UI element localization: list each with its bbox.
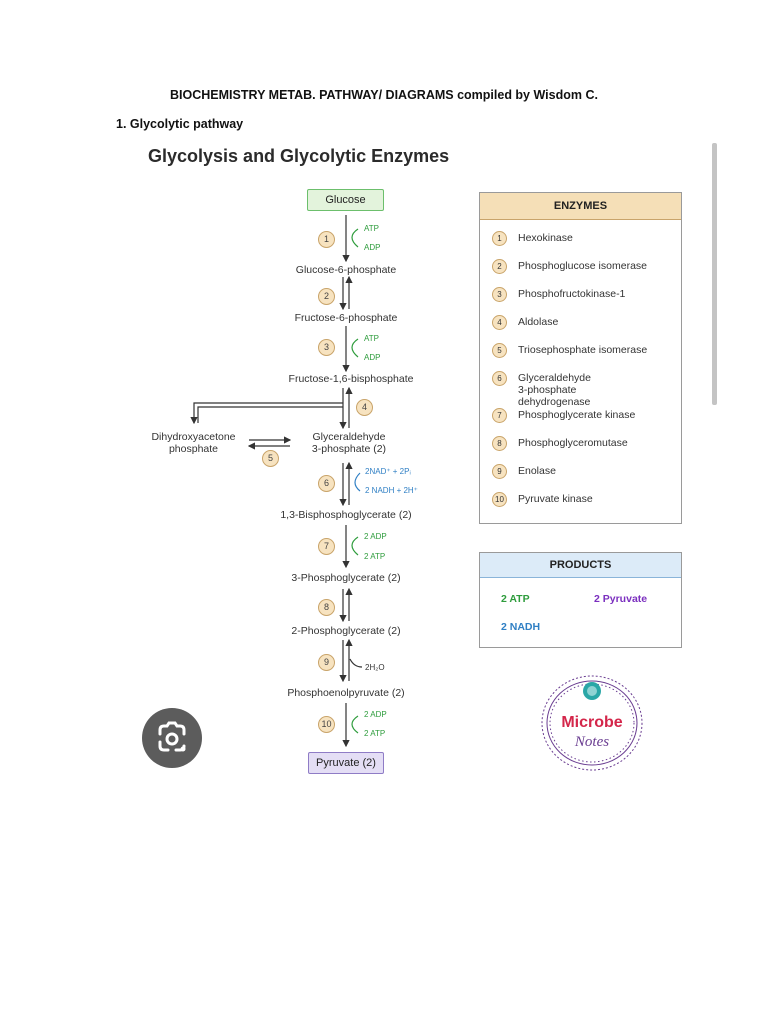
products-panel: PRODUCTS 2 ATP 2 Pyruvate 2 NADH	[479, 552, 682, 648]
molecule-2-phosphoglycerate: 2-Phosphoglycerate (2)	[291, 625, 401, 637]
molecule-fructose-1-6-bisphosphate: Fructose-1,6-bisphosphate	[288, 373, 414, 385]
step1-adp-out: ADP	[364, 243, 381, 252]
step-9-badge: 9	[318, 654, 335, 671]
molecule-pyruvate: Pyruvate (2)	[308, 752, 384, 774]
molecule-dhap: Dihydroxyacetone phosphate	[151, 431, 236, 455]
scrollbar[interactable]	[712, 143, 717, 405]
molecule-glucose-6-phosphate: Glucose-6-phosphate	[295, 264, 397, 276]
figure-title: Glycolysis and Glycolytic Enzymes	[148, 146, 450, 166]
step-3-badge: 3	[318, 339, 335, 356]
step3-adp-out: ADP	[364, 353, 381, 362]
step1-atp-in: ATP	[364, 224, 379, 233]
step7-adp-in: 2 ADP	[364, 532, 387, 541]
step10-adp-in: 2 ADP	[364, 710, 387, 719]
step-8-badge: 8	[318, 599, 335, 616]
step-10-badge: 10	[318, 716, 335, 733]
enzymes-panel-title: ENZYMES	[480, 193, 681, 220]
step9-water-out: 2H₂O	[365, 663, 385, 672]
molecule-1-3-bisphosphoglycerate: 1,3-Bisphosphoglycerate (2)	[280, 509, 412, 521]
molecule-phosphoenolpyruvate: Phosphoenolpyruvate (2)	[287, 687, 405, 699]
step6-nad-in: 2NAD⁺ + 2Pᵢ	[365, 467, 411, 476]
google-lens-button[interactable]	[142, 708, 202, 768]
step-1-badge: 1	[318, 231, 335, 248]
products-panel-title: PRODUCTS	[480, 553, 681, 578]
step-4-badge: 4	[356, 399, 373, 416]
logo-text-notes: Notes	[574, 734, 609, 750]
pathway-arrows	[190, 215, 363, 748]
step-7-badge: 7	[318, 538, 335, 555]
product-pyruvate: 2 Pyruvate	[594, 593, 648, 605]
product-atp: 2 ATP	[501, 593, 530, 605]
molecule-fructose-6-phosphate: Fructose-6-phosphate	[294, 312, 398, 324]
step3-atp-in: ATP	[364, 334, 379, 343]
step10-atp-out: 2 ATP	[364, 729, 386, 738]
molecule-glyceraldehyde-3-phosphate: Glyceraldehyde 3-phosphate (2)	[311, 431, 387, 455]
step-2-badge: 2	[318, 288, 335, 305]
step1-cofactor-curve	[351, 228, 359, 248]
molecule-glucose: Glucose	[307, 189, 384, 211]
logo-text-microbe: Microbe	[561, 714, 622, 731]
product-nadh: 2 NADH	[501, 621, 541, 633]
google-lens-icon	[158, 721, 186, 752]
step6-nadh-out: 2 NADH + 2H⁺	[365, 486, 418, 495]
step-5-badge: 5	[262, 450, 279, 467]
step7-atp-out: 2 ATP	[364, 552, 386, 561]
document-title: BIOCHEMISTRY METAB. PATHWAY/ DIAGRAMS co…	[170, 88, 598, 102]
section-title: 1. Glycolytic pathway	[116, 117, 244, 131]
glycolysis-figure: Glycolysis and Glycolytic Enzymes	[116, 143, 718, 788]
molecule-3-phosphoglycerate: 3-Phosphoglycerate (2)	[291, 572, 401, 584]
microbe-notes-logo: Microbe Notes	[539, 673, 645, 773]
step-6-badge: 6	[318, 475, 335, 492]
